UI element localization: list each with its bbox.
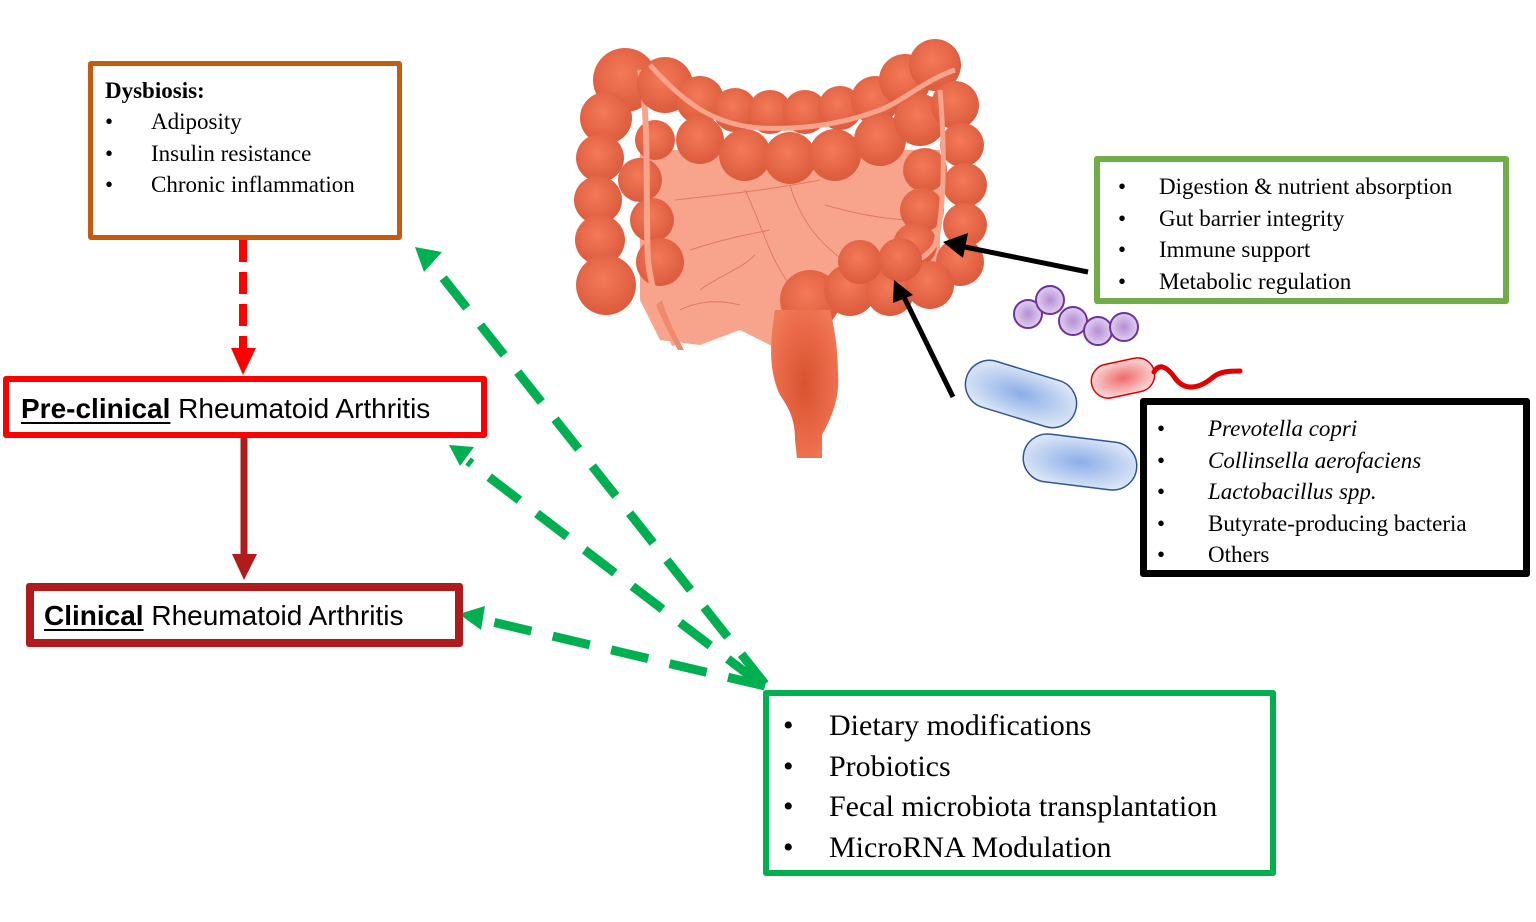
arrowhead <box>893 280 913 303</box>
bullet-icon: • <box>1157 542 1166 567</box>
item-text: Collinsella aerofaciens <box>1208 447 1422 473</box>
black-arrows <box>893 233 1089 399</box>
gut-functions-list: • Digestion & nutrient absorption • Gut ba… <box>1118 171 1503 297</box>
flagellated-bacterium-icon <box>1090 357 1156 399</box>
green-arrowheads <box>415 247 485 630</box>
item-text: Chronic inflammation <box>151 172 355 197</box>
taenia-top <box>648 63 956 131</box>
arrowhead-dysbiosis <box>415 247 442 272</box>
arrow-preclinical-to-clinical <box>232 438 257 580</box>
item-text: Fecal microbiota transplantation <box>829 790 1218 823</box>
list-item: • Fecal microbiota transplantation <box>783 787 1270 828</box>
bullet-icon: • <box>1157 510 1166 536</box>
preclinical-rest: Rheumatoid Arthritis <box>170 393 431 424</box>
mesentery-area <box>640 150 940 350</box>
list-item: • Probiotics <box>783 747 1270 788</box>
list-item: • Digestion & nutrient absorption <box>1118 171 1503 203</box>
list-item: • Dietary modifications <box>783 706 1270 747</box>
item-text: Gut barrier integrity <box>1159 205 1345 231</box>
item-text: Metabolic regulation <box>1159 268 1352 294</box>
arrowhead-clinical <box>459 606 485 630</box>
bacteria-list: • Prevotella copri • Collinsella aerofacie… <box>1157 413 1523 571</box>
item-text: Prevotella copri <box>1208 416 1358 441</box>
dysbiosis-list: • Adiposity • Insulin resistance • Chronic … <box>105 106 397 201</box>
appendix <box>656 300 684 350</box>
item-text: Adiposity <box>151 109 242 134</box>
sigmoid-colon <box>780 238 954 330</box>
bullet-icon: • <box>1118 174 1127 199</box>
arrow-to-dysbiosis <box>428 261 769 687</box>
preclinical-ra-box: Pre-clinical Rheumatoid Arthritis <box>3 376 487 438</box>
list-item: • Butyrate-producing bacteria <box>1157 508 1523 540</box>
green-intervention-arrows <box>428 261 769 691</box>
preclinical-label: Pre-clinical <box>21 393 171 424</box>
cocci-chain-icon <box>1013 285 1139 346</box>
list-item: • MicroRNA Modulation <box>783 828 1270 869</box>
rod-bacterium-icon <box>964 359 1078 429</box>
bacteria-box: • Prevotella copri • Collinsella aerofacie… <box>1140 398 1530 577</box>
item-text: Digestion & nutrient absorption <box>1159 174 1453 199</box>
arrowhead-preclinical <box>449 445 474 466</box>
interventions-list: • Dietary modifications • Probiotics • Feca… <box>783 706 1270 868</box>
bullet-icon: • <box>1157 479 1166 504</box>
bullet-icon: • <box>1118 237 1127 262</box>
bullet-icon: • <box>1157 416 1166 441</box>
large-intestine-illustration <box>574 39 987 458</box>
arrow-bacteria-to-colon <box>900 293 956 399</box>
rod-bacterium-icon <box>1022 433 1138 491</box>
list-item: • Gut barrier integrity <box>1118 203 1503 235</box>
item-text: Lactobacillus spp. <box>1208 479 1377 504</box>
item-text: Dietary modifications <box>829 709 1092 742</box>
bullet-icon: • <box>1118 268 1127 294</box>
dysbiosis-title: Dysbiosis: <box>105 78 205 103</box>
arrow-to-clinical <box>482 615 767 691</box>
arrow-to-preclinical <box>465 457 761 686</box>
gut-functions-box: • Digestion & nutrient absorption • Gut ba… <box>1094 156 1509 304</box>
list-item: • Lactobacillus spp. <box>1157 476 1523 508</box>
arrow-dysbiosis-to-preclinical <box>231 240 256 375</box>
bullet-icon: • <box>105 109 114 134</box>
list-item: • Chronic inflammation <box>105 169 397 201</box>
bullet-icon: • <box>783 790 794 823</box>
arrow-functions-to-colon <box>959 243 1089 275</box>
list-item: • Prevotella copri <box>1157 413 1523 445</box>
bullet-icon: • <box>783 830 794 864</box>
item-text: MicroRNA Modulation <box>829 830 1112 864</box>
list-item: • Immune support <box>1118 234 1503 266</box>
list-item: • Metabolic regulation <box>1118 266 1503 298</box>
flagellum <box>1151 364 1243 390</box>
clinical-ra-box: Clinical Rheumatoid Arthritis <box>26 583 463 647</box>
item-text: Insulin resistance <box>151 140 312 166</box>
list-item: • Insulin resistance <box>105 138 397 170</box>
list-item: • Collinsella aerofaciens <box>1157 445 1523 477</box>
item-text: Immune support <box>1159 237 1311 262</box>
arrowhead <box>943 233 968 258</box>
item-text: Others <box>1208 542 1270 567</box>
bacteria-illustration <box>964 285 1243 491</box>
bullet-icon: • <box>1118 205 1127 231</box>
bullet-icon: • <box>1157 447 1166 473</box>
dysbiosis-box: Dysbiosis: • Adiposity • Insulin resistanc… <box>88 61 402 240</box>
interventions-box: • Dietary modifications • Probiotics • Feca… <box>763 690 1276 876</box>
item-text: Butyrate-producing bacteria <box>1208 510 1467 536</box>
bullet-icon: • <box>105 172 114 197</box>
bullet-icon: • <box>105 140 114 166</box>
bullet-icon: • <box>783 749 794 783</box>
clinical-rest: Rheumatoid Arthritis <box>143 600 404 631</box>
rectum <box>771 310 839 458</box>
clinical-label: Clinical <box>44 600 144 631</box>
list-item: • Others <box>1157 539 1523 571</box>
bullet-icon: • <box>783 709 794 742</box>
item-text: Probiotics <box>829 749 951 783</box>
list-item: • Adiposity <box>105 106 397 138</box>
